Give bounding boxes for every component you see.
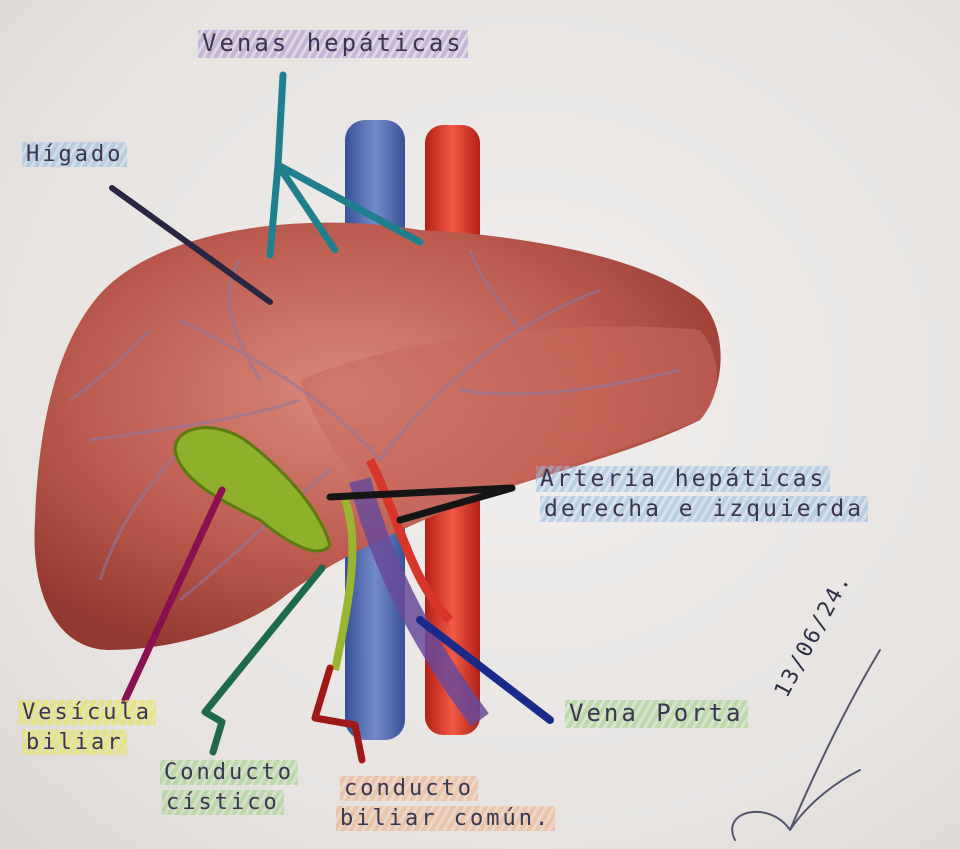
label-arteria-line1: Arteria hepáticas [536,466,830,492]
label-vesicula-line2: biliar [22,730,127,755]
label-vena-porta: Vena Porta [565,700,748,728]
label-venas-hepaticas: Venas hepáticas [198,30,468,58]
label-higado: Hígado [22,142,127,167]
label-cistico-line2: cístico [162,790,284,815]
label-vesicula-line1: Vesícula [18,700,156,725]
label-arteria-line2: derecha e izquierda [540,496,868,522]
label-cistico-line1: Conducto [160,760,298,785]
label-comun-line2: biliar común. [336,806,555,831]
label-comun-line1: conducto [340,776,478,801]
signature [732,650,880,840]
